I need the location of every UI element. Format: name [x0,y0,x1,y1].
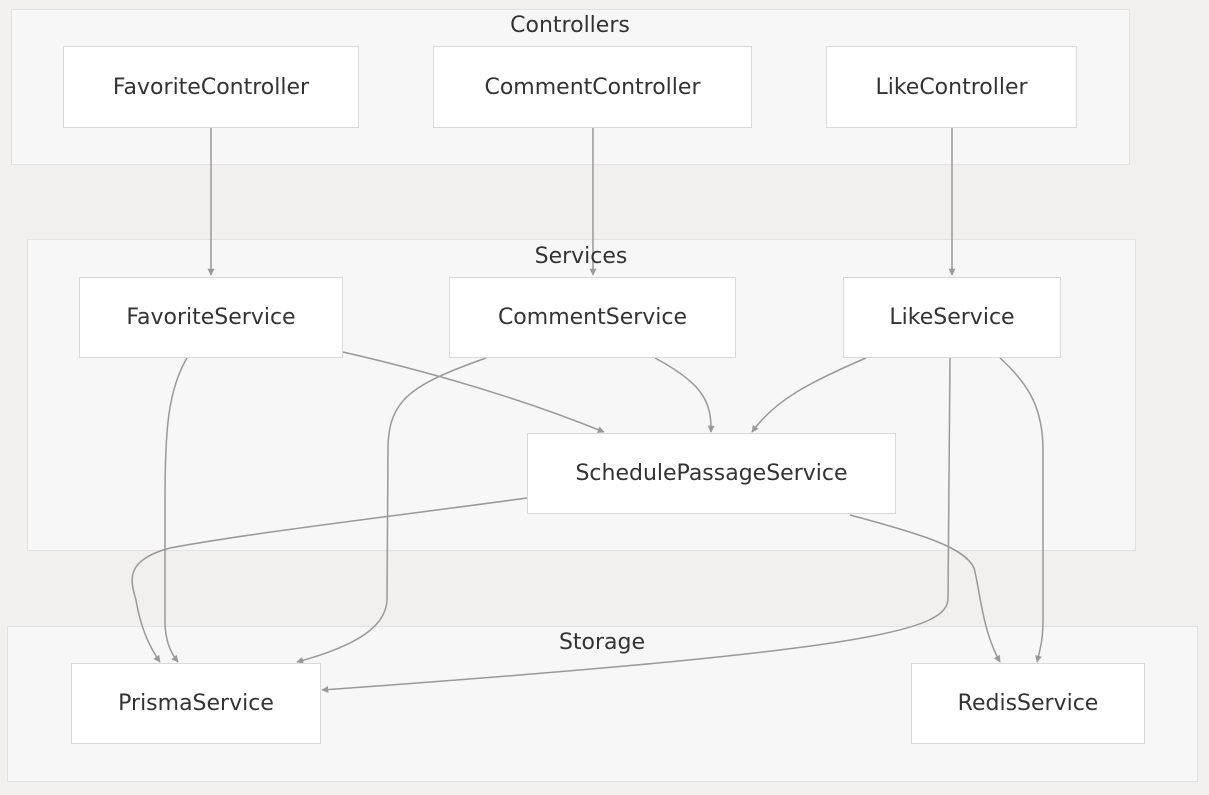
like-controller-node: LikeController [826,46,1077,128]
comment-controller-node: CommentController [433,46,752,128]
redis-service-node: RedisService [911,663,1145,744]
comment-service-node: CommentService [449,277,736,358]
favorite-service-node: FavoriteService [79,277,343,358]
controllers-group-title: Controllers [510,13,630,38]
services-group-title: Services [534,244,628,269]
like-service-node: LikeService [843,277,1061,358]
schedule-passage-service-node: SchedulePassageService [527,433,896,514]
prisma-service-node: PrismaService [71,663,321,744]
storage-group-title: Storage [558,630,646,655]
favorite-controller-node: FavoriteController [63,46,359,128]
